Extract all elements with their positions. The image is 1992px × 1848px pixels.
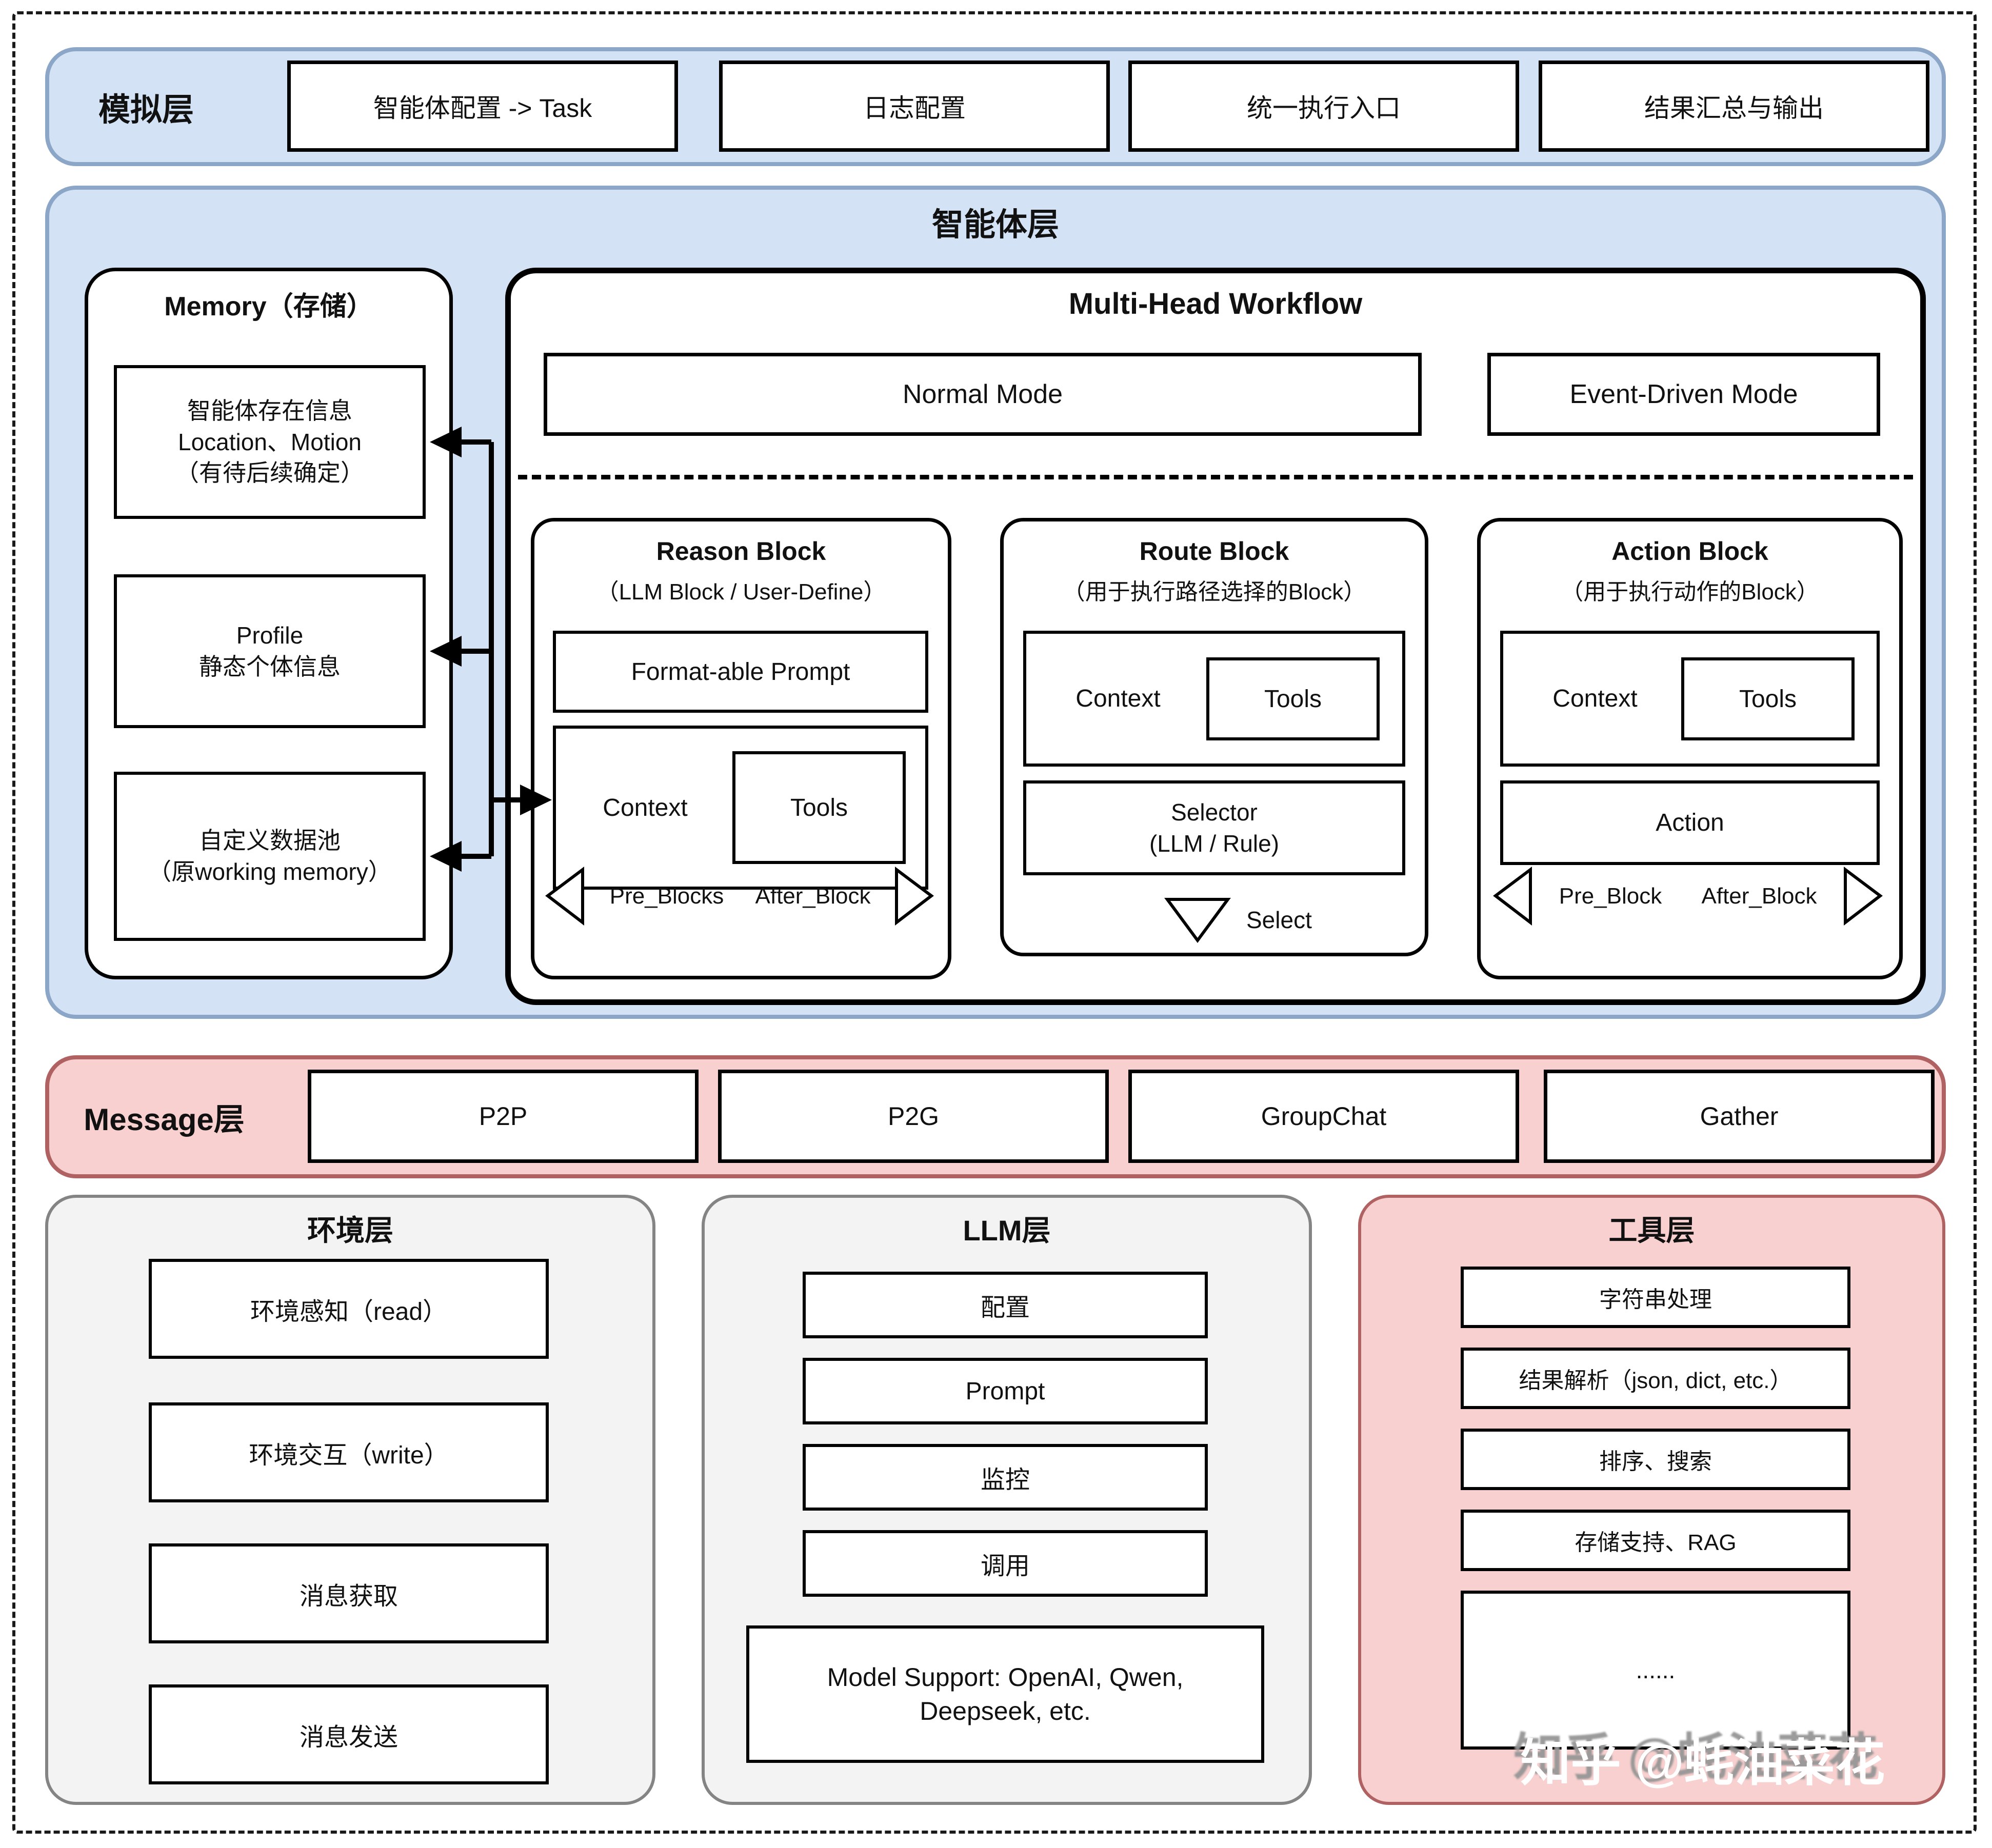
tool-item-storage-rag: 存储支持、RAG	[1461, 1510, 1850, 1571]
sim-item-agent-config-task: 智能体配置 -> Task	[287, 61, 678, 152]
message-item-p2p: P2P	[308, 1070, 699, 1163]
env-item-message-fetch: 消息获取	[149, 1543, 549, 1643]
reason-block-subtitle: （LLM Block / User-Define）	[596, 579, 886, 605]
workflow-mode-normal: Normal Mode	[544, 353, 1422, 436]
action-pre-block-label: Pre_Block	[1559, 883, 1662, 909]
route-select-down-icon	[1164, 898, 1231, 943]
reason-pre-blocks-label: Pre_Blocks	[609, 883, 724, 909]
reason-context-label: Context	[603, 794, 688, 821]
message-item-p2g: P2G	[718, 1070, 1109, 1163]
reason-block-title: Reason Block	[656, 537, 826, 566]
agent-layer-title: 智能体层	[931, 207, 1059, 243]
workflow-dashed-divider	[518, 475, 1913, 479]
env-item-perceive-read: 环境感知（read）	[149, 1259, 549, 1359]
llm-item-prompt: Prompt	[803, 1358, 1208, 1424]
route-tools-box: Tools	[1206, 657, 1380, 740]
action-prev-block-icon	[1493, 867, 1532, 926]
memory-item-data-pool: 自定义数据池 （原working memory）	[114, 772, 426, 941]
tool-item-string-processing: 字符串处理	[1461, 1267, 1850, 1328]
message-item-gather: Gather	[1544, 1070, 1935, 1163]
simulation-layer-label: 模拟层	[98, 92, 194, 128]
llm-item-invoke: 调用	[803, 1530, 1208, 1597]
reason-prompt-box: Format-able Prompt	[553, 631, 928, 713]
watermark: 知乎 @蚝油菜花	[1520, 1735, 1885, 1791]
reason-prev-blocks-icon	[545, 867, 584, 926]
route-select-label: Select	[1246, 907, 1312, 933]
env-item-interact-write: 环境交互（write）	[149, 1402, 549, 1502]
memory-title: Memory（存储）	[164, 291, 373, 322]
memory-item-profile: Profile 静态个体信息	[114, 574, 426, 728]
reason-next-block-icon	[895, 867, 934, 926]
llm-layer-title: LLM层	[963, 1214, 1051, 1247]
message-item-groupchat: GroupChat	[1128, 1070, 1519, 1163]
workflow-mode-event-driven: Event-Driven Mode	[1487, 353, 1880, 436]
tool-item-result-parsing: 结果解析（json, dict, etc.）	[1461, 1348, 1850, 1409]
sim-item-result-output: 结果汇总与输出	[1539, 61, 1929, 152]
action-next-block-icon	[1844, 867, 1883, 926]
env-item-message-send: 消息发送	[149, 1684, 549, 1784]
route-selector-box: Selector (LLM / Rule)	[1023, 780, 1405, 875]
tool-layer-title: 工具层	[1608, 1214, 1695, 1247]
message-layer-label: Message层	[84, 1102, 245, 1137]
llm-model-support-box: Model Support: OpenAI, Qwen, Deepseek, e…	[746, 1625, 1264, 1763]
sim-item-log-config: 日志配置	[719, 61, 1110, 152]
reason-after-block-label: After_Block	[755, 883, 871, 909]
outer-dashed-border	[12, 11, 1977, 1834]
tool-item-more: ......	[1461, 1591, 1850, 1750]
action-block-title: Action Block	[1611, 537, 1768, 566]
route-block-subtitle: （用于执行路径选择的Block）	[1062, 579, 1366, 605]
reason-tools-box: Tools	[732, 751, 906, 864]
memory-item-existence-info: 智能体存在信息 Location、Motion （有待后续确定）	[114, 365, 426, 519]
action-tools-box: Tools	[1681, 657, 1855, 740]
environment-layer-title: 环境层	[307, 1214, 393, 1247]
llm-item-monitor: 监控	[803, 1444, 1208, 1511]
llm-item-config: 配置	[803, 1272, 1208, 1338]
action-after-block-label: After_Block	[1701, 883, 1817, 909]
tool-item-sort-search: 排序、搜索	[1461, 1429, 1850, 1490]
sim-item-unified-entry: 统一执行入口	[1128, 61, 1519, 152]
route-context-label: Context	[1075, 685, 1161, 712]
action-block-subtitle: （用于执行动作的Block）	[1561, 579, 1819, 605]
action-context-label: Context	[1552, 685, 1638, 712]
route-block-title: Route Block	[1139, 537, 1289, 566]
workflow-title: Multi-Head Workflow	[1068, 287, 1363, 320]
action-action-box: Action	[1500, 780, 1880, 865]
